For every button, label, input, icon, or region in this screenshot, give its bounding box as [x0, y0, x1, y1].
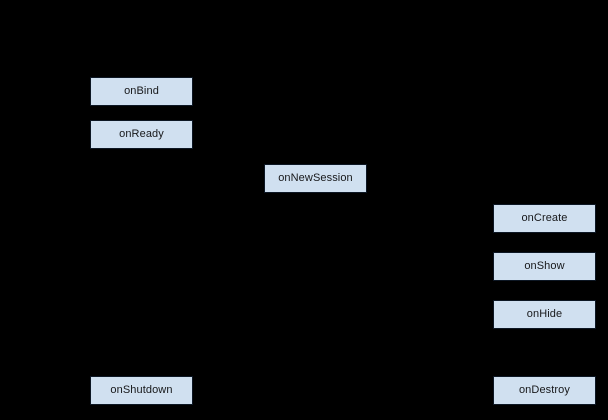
diagram-node-label: onDestroy — [518, 384, 571, 396]
diagram-node-label: onShutdown — [110, 384, 173, 396]
diagram-node-on-new-session[interactable]: onNewSession — [264, 164, 367, 193]
diagram-node-label: onHide — [526, 308, 563, 320]
diagram-node-label: onShow — [524, 260, 565, 272]
diagram-node-on-show[interactable]: onShow — [493, 252, 596, 281]
diagram-node-on-ready[interactable]: onReady — [90, 120, 193, 149]
diagram-node-on-hide[interactable]: onHide — [493, 300, 596, 329]
diagram-node-on-destroy[interactable]: onDestroy — [493, 376, 596, 405]
diagram-node-label: onBind — [124, 85, 159, 97]
diagram-node-on-shutdown[interactable]: onShutdown — [90, 376, 193, 405]
diagram-node-label: onReady — [119, 128, 164, 140]
diagram-node-on-bind[interactable]: onBind — [90, 77, 193, 106]
diagram-node-label: onCreate — [521, 212, 568, 224]
diagram-node-on-create[interactable]: onCreate — [493, 204, 596, 233]
diagram-node-label: onNewSession — [278, 172, 353, 184]
